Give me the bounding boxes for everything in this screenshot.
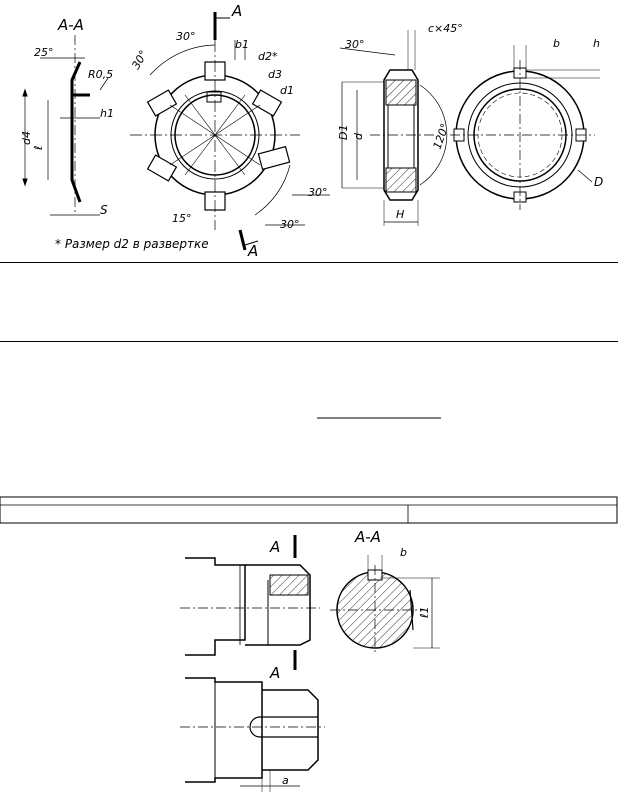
dim-l1-label: ℓ1 [418,606,431,619]
dim-d3-label: d3 [268,68,282,81]
angle-30-bottom-label: 30° [280,218,300,231]
washer-side-view [22,35,109,216]
dim-s-label: S [100,203,108,217]
mark-a-bottom-top: A [269,538,280,556]
dim-b1-label: b1 [235,38,249,51]
dim-d4-label: d4 [20,131,33,145]
nut-D-label: D [594,175,603,189]
section-title-aa-top: A-A [57,16,84,34]
angle-30-right-label: 30° [308,186,328,199]
divider-top [0,262,618,263]
footnote-d2: * Размер d2 в развертке [55,237,209,251]
nut-chamfer-label: c×45° [428,22,463,35]
washer-front-view [130,12,330,251]
shaft-section-view [330,555,440,655]
dim-l-label: ℓ [32,145,45,151]
dim-b-label: b [400,546,407,559]
section-mark-a-bottom: A [247,242,258,260]
angle-30-left-label: 30° [129,48,150,71]
angle-30-top-label: 30° [176,30,196,43]
nut-angle-120-label: 120° [431,122,452,151]
dim-d1-label: d1 [280,84,294,97]
shaft-groove-view [180,535,320,670]
radius-label: R0,5 [88,68,113,81]
nut-b-label: b [553,37,560,50]
mark-a-bottom-bottom: A [269,664,280,682]
divider-middle [0,341,618,342]
dim-a-label: a [282,774,289,787]
dim-h1-label: h1 [100,107,114,120]
nut-d-label: d [352,132,365,140]
nut-front-view [450,45,600,210]
dim-d2-label: d2* [258,50,278,63]
nut-h-label: h [593,37,600,50]
angle-15-label: 15° [172,212,192,225]
section-mark-a-top: A [231,2,242,20]
angle-25-label: 25° [34,46,54,59]
section-title-aa-bottom: A-A [354,528,381,546]
nut-D1-label: D1 [337,125,350,140]
shaft-keyway-view [180,677,325,792]
nut-angle-30-label: 30° [345,38,365,51]
nut-section-view [339,30,448,226]
nut-H-label: H [396,208,404,221]
empty-table [0,496,618,524]
